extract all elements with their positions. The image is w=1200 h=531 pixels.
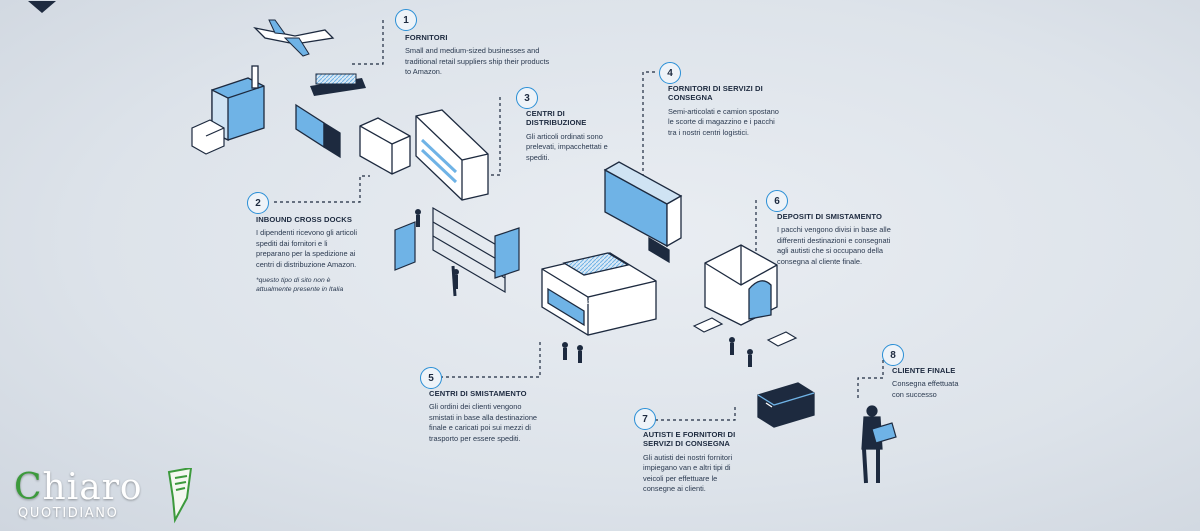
- step-number-8: 8: [882, 344, 904, 366]
- step-title: Inbound Cross Docks: [256, 215, 352, 224]
- step-6-depositi-smistamento: Depositi di smistamento I pacchi vengono…: [777, 212, 892, 267]
- step-description: Semi-articolati e camion spostano le sco…: [668, 106, 779, 137]
- truck-icon-1: [295, 103, 341, 159]
- step-title: Centri di smistamento: [429, 389, 527, 398]
- step-number-4: 4: [659, 62, 681, 84]
- building-amazon-label: amazon: [574, 299, 600, 306]
- step-description: Small and medium-sized businesses and tr…: [405, 46, 550, 77]
- step-description: Consegna effettuata con successo: [892, 379, 959, 399]
- distribution-center-building: [415, 109, 489, 201]
- step-2-inbound-cross-docks: Inbound Cross Docks I dipendenti ricevon…: [256, 215, 361, 295]
- step-footnote: *questo tipo di sito non è attualmente p…: [256, 276, 344, 294]
- delivery-van-icon: [757, 382, 815, 428]
- step-title: Fornitori: [405, 33, 448, 42]
- step-5-centri-smistamento: Centri di smistamento Gli ordini dei cli…: [429, 389, 544, 444]
- sortation-center-building: [541, 252, 657, 336]
- warehouse-small-icon: [191, 119, 225, 155]
- logo-subtitle: QUOTIDIANO: [18, 506, 119, 521]
- cross-dock-building: [359, 117, 411, 175]
- step-number-5: 5: [420, 367, 442, 389]
- step-description: I pacchi vengono divisi in base alle dif…: [777, 225, 891, 266]
- step-title: Depositi di smistamento: [777, 212, 882, 221]
- step-8-cliente-finale: Cliente finale Consegna effettuata con s…: [892, 366, 962, 400]
- step-number-2: 2: [247, 192, 269, 214]
- semi-truck-icon: [603, 161, 683, 264]
- step-description: Gli ordini dei clienti vengono smistati …: [429, 402, 538, 443]
- step-7-autisti-fornitori: Autisti e fornitori di servizi di conseg…: [643, 430, 748, 494]
- workers-icons: [415, 209, 753, 367]
- step-title: Autisti e fornitori di servizi di conseg…: [643, 430, 736, 449]
- logo-wordmark: Chiaro: [14, 467, 143, 508]
- corner-marker: [28, 0, 56, 18]
- chiaro-quotidiano-logo: Chiaro QUOTIDIANO: [14, 467, 143, 522]
- parcel-boxes: [692, 317, 798, 347]
- step-description: Gli autisti dei nostri fornitori impiega…: [643, 452, 733, 494]
- cargo-ship-icon: [310, 73, 366, 96]
- step-4-fornitori-servizi-consegna: Fornitori di servizi di consegna Semi-ar…: [668, 84, 783, 138]
- step-3-centri-distribuzione: Centri di distribuzione Gli articoli ord…: [526, 109, 616, 163]
- airplane-icon: [253, 19, 335, 57]
- step-number-1: 1: [395, 9, 417, 31]
- step-description: I dipendenti ricevono gli articoli spedi…: [256, 228, 358, 269]
- delivery-person-icon: [861, 405, 897, 484]
- step-title: Fornitori di servizi di consegna: [668, 84, 763, 103]
- step-title: Centri di distribuzione: [526, 109, 587, 128]
- step-number-7: 7: [634, 408, 656, 430]
- newspaper-icon: [165, 466, 195, 529]
- step-title: Cliente finale: [892, 366, 956, 375]
- step-1-fornitori: Fornitori Small and medium-sized busines…: [405, 33, 550, 78]
- delivery-station-building: [704, 244, 778, 326]
- connector-lines: [274, 20, 884, 421]
- step-number-3: 3: [516, 87, 538, 109]
- factory-icon: [211, 65, 265, 142]
- step-description: Gli articoli ordinati sono prelevati, im…: [526, 131, 608, 162]
- step-number-6: 6: [766, 190, 788, 212]
